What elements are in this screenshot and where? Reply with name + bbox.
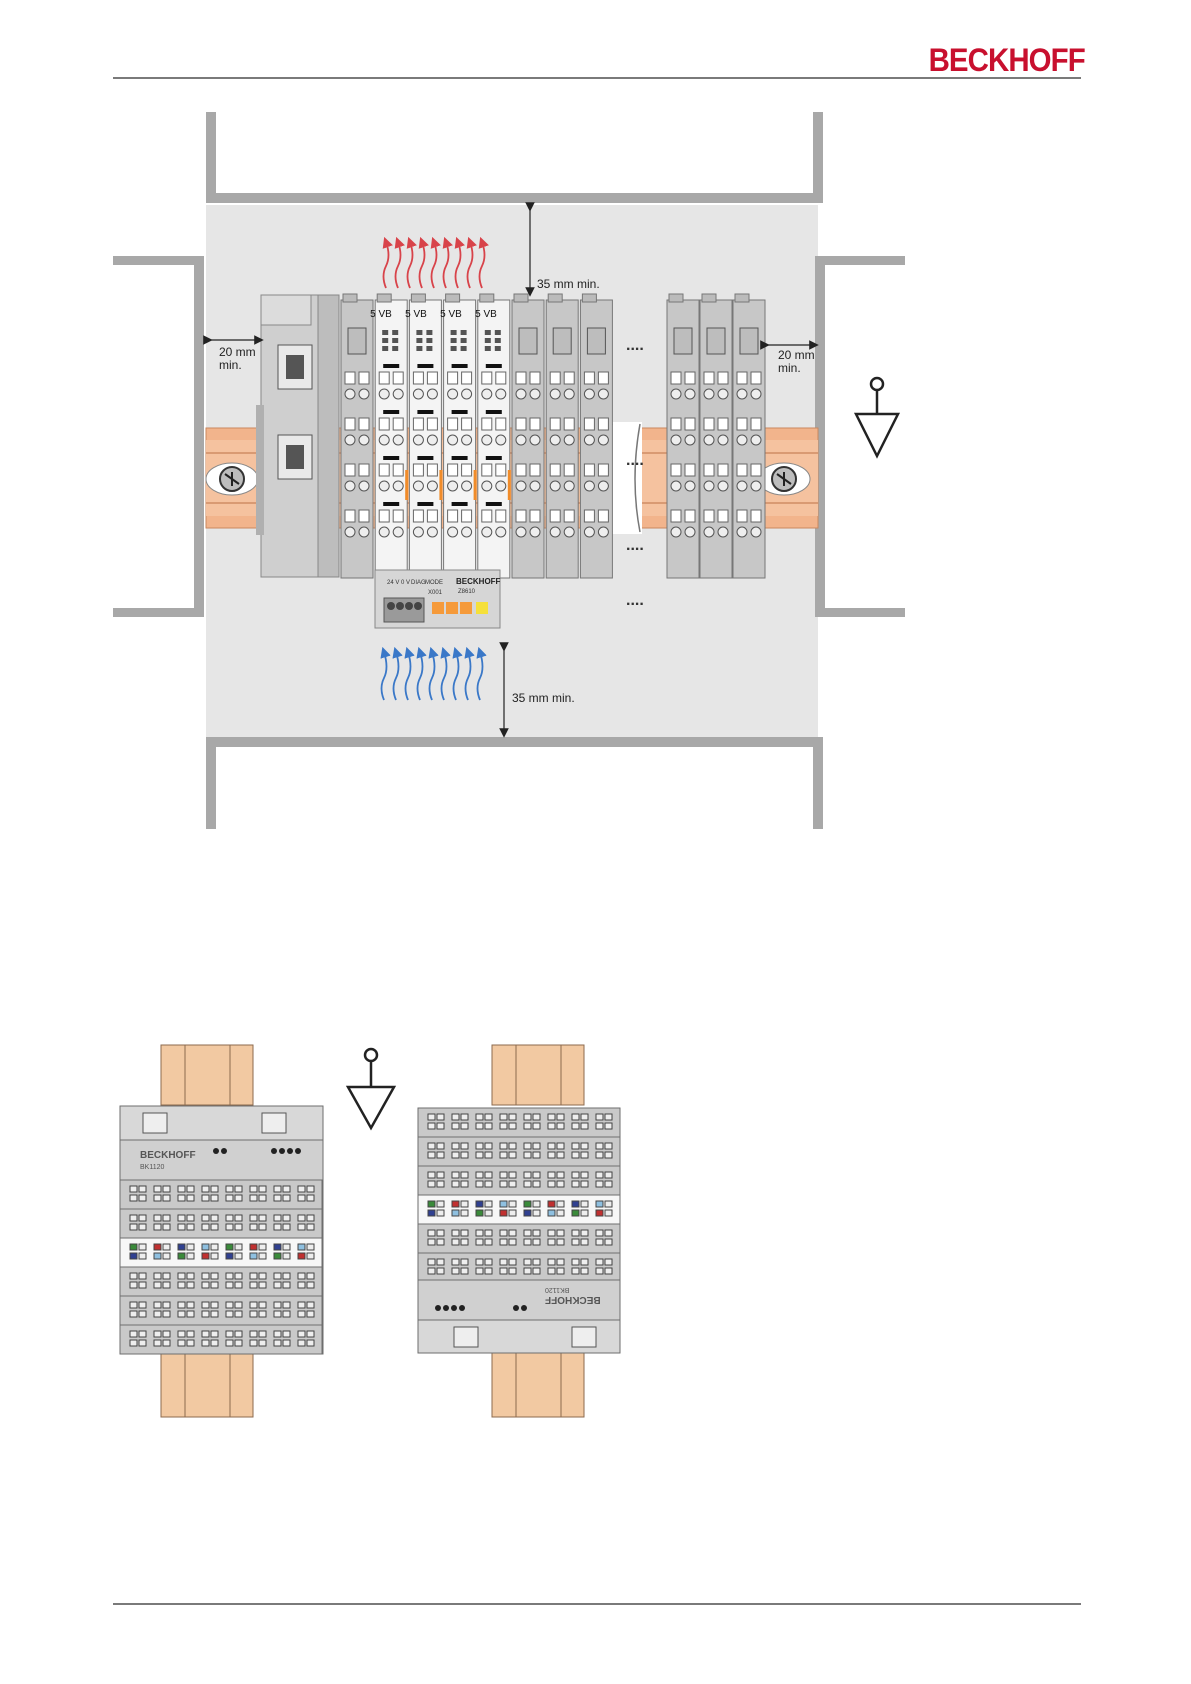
module-label: 0 V [401,580,410,586]
terminal-row [418,1195,620,1224]
ellipsis: .... [626,537,644,554]
terminal-row [418,1137,620,1166]
bottom-clearance-label: 35 mm min. [512,691,575,705]
coupler-model: BK1120 [140,1164,164,1171]
terminal-module [409,294,442,578]
terminal-row [418,1224,620,1253]
terminal-row [418,1166,620,1195]
horizontal-mount-assembly [120,1045,323,1417]
terminal-label: 5 VB [370,309,392,320]
terminal-row [418,1108,620,1137]
terminal-module [341,294,373,578]
terminal-row [120,1296,322,1325]
terminal-row [120,1238,322,1267]
coupler-model: BK1120 [545,1286,569,1293]
ground-symbol-icon [348,1049,394,1128]
top-clearance-label: 35 mm min. [537,277,600,291]
terminal-block [341,294,765,578]
ellipsis: .... [626,452,644,469]
ellipsis: .... [626,592,644,609]
coupler-brand: BECKHOFF [545,1294,601,1305]
module-sub-label: X001 [428,590,443,596]
terminal-module [733,294,765,578]
ellipsis: .... [626,337,644,354]
module-label: MODE [425,580,443,586]
terminal-label: 5 VB [440,309,462,320]
terminal-row [120,1325,322,1354]
terminal-row [120,1180,322,1209]
module-label: DIAG [411,580,426,586]
screw-icon [220,467,244,491]
module-brand: BECKHOFF [456,577,501,586]
terminal-row [120,1267,322,1296]
left-clearance-label: 20 mm [219,345,256,359]
terminal-module [444,294,477,578]
terminal-module [700,294,732,578]
left-clearance-label: min. [219,358,242,372]
bus-coupler [256,295,339,577]
terminal-row [120,1209,322,1238]
terminal-row [418,1253,620,1282]
vertical-mount-assembly [418,1045,620,1417]
module-label: 24 V [387,580,399,586]
right-clearance-label: min. [778,361,801,375]
terminal-module [546,294,578,578]
terminal-module [375,294,408,578]
terminal-module [580,294,612,578]
module-model: Z8610 [458,589,476,595]
right-clearance-label: 20 mm [778,348,815,362]
terminal-module [478,294,511,578]
terminal-label: 5 VB [405,309,427,320]
terminal-module [667,294,699,578]
coupler-brand: BECKHOFF [140,1150,196,1161]
terminal-label: 5 VB [475,309,497,320]
ground-symbol-icon [856,378,898,456]
terminal-module [512,294,544,578]
screw-icon [772,467,796,491]
